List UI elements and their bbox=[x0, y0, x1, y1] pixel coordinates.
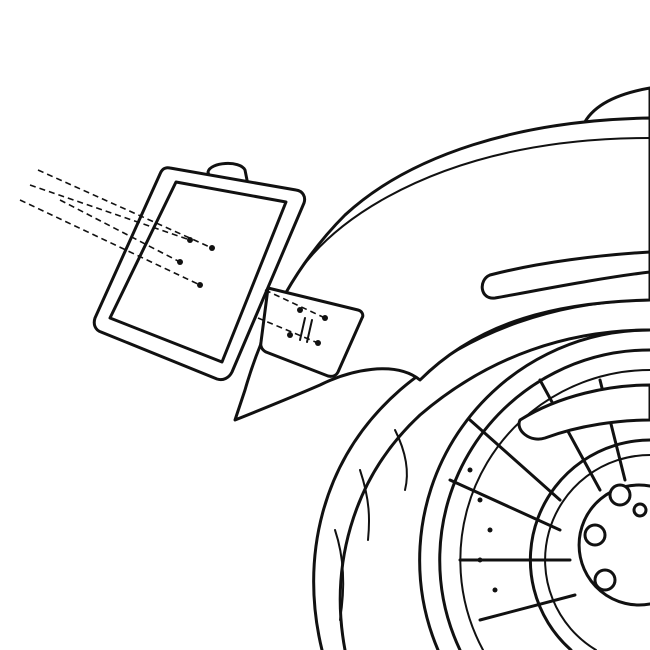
shock-absorber bbox=[517, 383, 650, 441]
bolt-guide-lines bbox=[19, 169, 326, 344]
wheel-rim bbox=[418, 328, 650, 650]
rear-fender bbox=[233, 116, 650, 422]
license-plate-frame bbox=[92, 162, 307, 382]
mounting-bracket bbox=[259, 286, 365, 378]
